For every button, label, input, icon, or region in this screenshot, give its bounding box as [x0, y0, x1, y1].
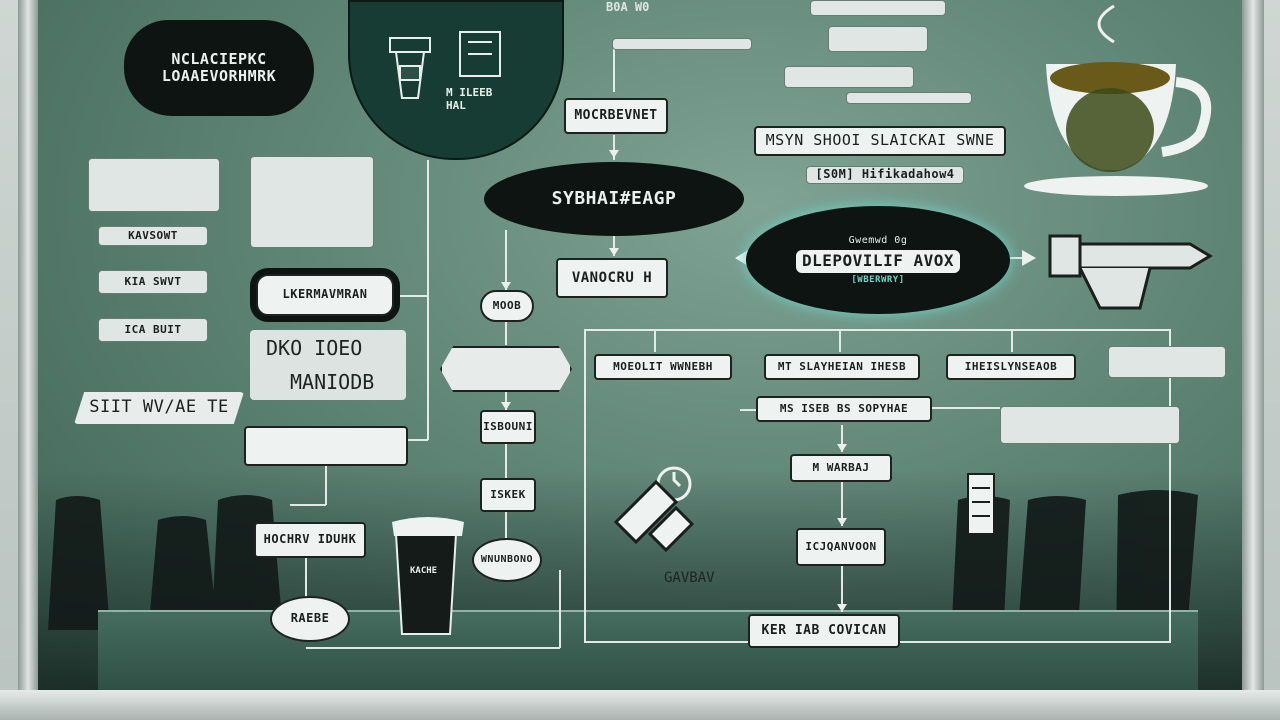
chair-icon	[1018, 496, 1086, 630]
bottom-banner[interactable]: KER IAB COVICAN	[748, 614, 900, 648]
left-card: DKO IOEO MANIODB	[250, 330, 406, 400]
box-small-3[interactable]: ISKEK	[480, 478, 536, 512]
ellipse-right-main: DLEPOVILIF AVOX	[796, 250, 960, 273]
box-small-1[interactable]: MOOB	[480, 290, 534, 322]
box-mid-low[interactable]: M WARBAJ	[790, 454, 892, 482]
coffee-maker-circle: M ILEEB HAL	[348, 0, 564, 160]
subheading-right: [S0M] Hifikadahow4	[806, 166, 964, 184]
left-card-line2: MANIODB	[290, 370, 375, 394]
left-card-line1: DKO IOEO	[266, 336, 363, 360]
ellipse-right[interactable]: Gwemwd 0g DLEPOVILIF AVOX [WBERWRY]	[746, 206, 1010, 314]
left-pill-label: LKERMAVMRAN	[256, 274, 394, 316]
top-right-tag-1	[810, 0, 946, 16]
top-right-tag-3	[784, 66, 914, 88]
row-note	[1108, 346, 1226, 378]
left-sheet	[88, 158, 220, 212]
chair-icon	[48, 496, 110, 630]
ellipse-right-top: Gwemwd 0g	[848, 234, 908, 246]
row-box-2[interactable]: MT SLAYHEIAN IHESB	[764, 354, 920, 380]
row-box-3[interactable]: IHEISLYNSEAOB	[946, 354, 1076, 380]
left-tag-2[interactable]: KIA SWVT	[98, 270, 208, 294]
cloud-title-line1: NCLACIEPKC	[171, 49, 267, 68]
circle-caption: M ILEEB HAL	[446, 86, 493, 112]
cup-icon	[392, 517, 464, 635]
left-note-block	[250, 156, 374, 248]
cup-label: KACHE	[410, 566, 438, 576]
top-right-tag-4	[846, 92, 972, 104]
box-low[interactable]: ICJQANVOON	[796, 528, 886, 566]
cloud-title: NCLACIEPKC LOAAEVORHMRK	[124, 20, 314, 116]
box-small-2[interactable]: ISBOUNI	[480, 410, 536, 444]
gear-caption: GAVBAV	[664, 570, 715, 586]
side-card	[1000, 406, 1180, 444]
frame-post-right	[1242, 0, 1264, 690]
frame-post-left	[18, 0, 38, 690]
left-tag-1[interactable]: KAVSOWT	[98, 226, 208, 246]
cloud-title-line2: LOAAEVORHMRK	[161, 67, 277, 85]
lamp-icon	[967, 473, 995, 535]
chair-icon	[1116, 490, 1198, 645]
ellipse-center[interactable]: SYBHAI#EAGP	[484, 162, 744, 236]
chair-icon	[952, 496, 1010, 620]
wide-box[interactable]: MS ISEB BS SOPYHAE	[756, 396, 932, 422]
hex-node[interactable]	[440, 346, 572, 392]
circle-bottom[interactable]: RAEBE	[270, 596, 350, 642]
top-ribbon	[612, 38, 752, 50]
sidebar-label: SIIT WV/AE TE	[74, 392, 244, 424]
chair-icon	[148, 516, 218, 635]
oval-node[interactable]: WNUNBONO	[472, 538, 542, 582]
hand-icon	[1048, 234, 1213, 310]
left-flow-box[interactable]	[244, 426, 408, 466]
coffee-cup-icon	[1024, 4, 1212, 196]
ellipse-right-sub: [WBERWRY]	[851, 274, 905, 285]
coffee-maker-icon	[389, 31, 501, 99]
gear-icon	[613, 466, 695, 553]
row-box-1[interactable]: MOEOLIT WWNEBH	[594, 354, 732, 380]
top-note: B0A W0	[606, 0, 650, 14]
left-pill[interactable]: LKERMAVMRAN	[250, 268, 400, 322]
left-tag-3[interactable]: ICA BUIT	[98, 318, 208, 342]
heading-right: MSYN SHOOI SLAICKAI SWNE	[754, 126, 1006, 156]
top-right-tag-2	[828, 26, 928, 52]
box-mid-top[interactable]: MOCRBEVNET	[564, 98, 668, 134]
frame-rail-bottom	[0, 690, 1280, 720]
box-wanocruh[interactable]: VANOCRU H	[556, 258, 668, 298]
box-bottom-left[interactable]: HOCHRV IDUHK	[254, 522, 366, 558]
